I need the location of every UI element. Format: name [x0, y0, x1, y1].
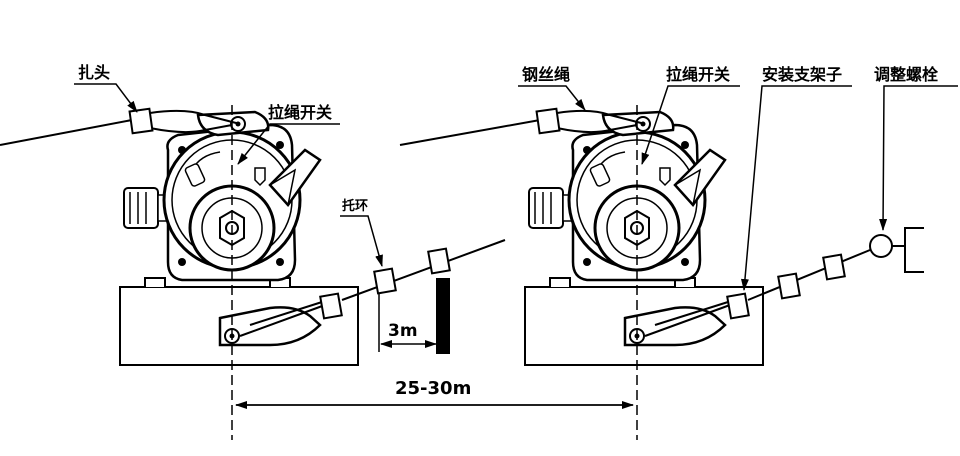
switch-spacing-dimension: 25-30m: [235, 378, 634, 409]
bracket-clamp: [726, 292, 750, 320]
ring-spacing-dimension: 3m: [378, 294, 437, 352]
left-rope-clamp: [128, 107, 154, 135]
right-switch-leader: [641, 85, 740, 165]
switch-spacing-label: 25-30m: [395, 378, 471, 399]
ring-spacing-label: 3m: [388, 321, 418, 341]
bracket-label: 安装支架子: [762, 65, 842, 84]
support-ring-2: [427, 247, 451, 275]
left-pull-rope-switch: [0, 103, 506, 442]
left-clamp-leader: [74, 83, 138, 113]
right-support-ring-2: [822, 253, 846, 281]
left-switch-leader: [237, 123, 340, 165]
right-switch-label: 拉绳开关: [666, 65, 730, 84]
right-support-ring-1: [777, 272, 801, 300]
left-clamp-label: 扎头: [78, 63, 110, 82]
adjust-bolt-label: 调整螺栓: [874, 65, 939, 84]
right-wire-leader: [518, 85, 586, 111]
left-switch-label: 拉绳开关: [268, 103, 332, 122]
support-ring-1: [373, 267, 397, 295]
right-wire-label: 钢丝绳: [522, 65, 570, 84]
wall-post: [436, 278, 450, 354]
right-pull-rope-switch: [399, 103, 871, 442]
support-ring-label: 托环: [342, 198, 368, 214]
bracket-leader: [740, 85, 852, 291]
adjusting-bolt: [869, 227, 924, 273]
right-rope-clamp: [535, 107, 561, 135]
support-ring-leader: [340, 215, 383, 267]
adjust-bolt-leader: [879, 85, 958, 231]
left-base-clamp: [319, 292, 343, 320]
